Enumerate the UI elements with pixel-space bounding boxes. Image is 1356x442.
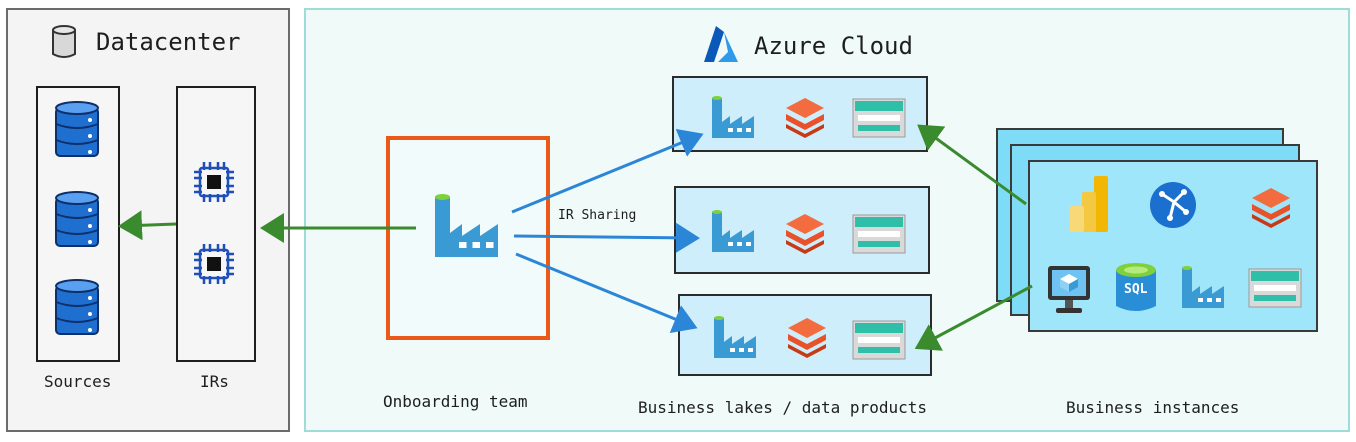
business-lakes-label: Business lakes / data products bbox=[638, 398, 927, 417]
data-factory-icon bbox=[714, 316, 756, 358]
arrow-irs-to-sources bbox=[118, 210, 177, 241]
power-bi-icon bbox=[1070, 176, 1108, 232]
database-icon bbox=[55, 101, 99, 157]
arrow-instance-to-lake-3 bbox=[914, 284, 1033, 351]
arrow-to-lake-3 bbox=[515, 252, 698, 334]
ir-sharing-label: IR Sharing bbox=[558, 208, 637, 223]
arrow-to-lake-1 bbox=[511, 128, 704, 214]
azure-cloud-title: Azure Cloud bbox=[754, 32, 913, 60]
databricks-icon bbox=[786, 214, 824, 254]
database-icon bbox=[55, 279, 99, 335]
sources-label: Sources bbox=[44, 372, 112, 391]
arrow-to-lake-2 bbox=[513, 222, 700, 253]
irs-label: IRs bbox=[200, 372, 229, 391]
irs-column bbox=[176, 86, 256, 362]
database-icon bbox=[55, 191, 99, 247]
cpu-chip-icon bbox=[194, 162, 234, 202]
hdinsight-icon bbox=[1150, 182, 1196, 228]
storage-table-icon bbox=[852, 320, 906, 360]
cpu-chip-icon bbox=[194, 244, 234, 284]
data-factory-icon bbox=[1182, 266, 1224, 308]
databricks-icon bbox=[1252, 188, 1290, 228]
business-instances-label: Business instances bbox=[1066, 398, 1240, 417]
sql-label: SQL bbox=[1124, 282, 1148, 297]
databricks-icon bbox=[788, 318, 826, 358]
onboarding-team-label: Onboarding team bbox=[383, 392, 528, 411]
datacenter-title: Datacenter bbox=[96, 28, 241, 56]
databricks-icon bbox=[786, 98, 824, 138]
storage-table-icon bbox=[1248, 268, 1302, 308]
storage-table-icon bbox=[852, 98, 906, 138]
sql-database-icon bbox=[1116, 263, 1156, 311]
data-factory-icon bbox=[712, 96, 754, 138]
data-factory-icon bbox=[712, 210, 754, 252]
storage-table-icon bbox=[852, 214, 906, 254]
azure-logo-icon bbox=[704, 26, 738, 62]
virtual-machine-icon bbox=[1048, 266, 1090, 313]
arrow-instance-to-lake-1 bbox=[917, 124, 1027, 206]
data-factory-icon bbox=[435, 194, 498, 257]
database-cylinder-icon bbox=[52, 25, 76, 58]
